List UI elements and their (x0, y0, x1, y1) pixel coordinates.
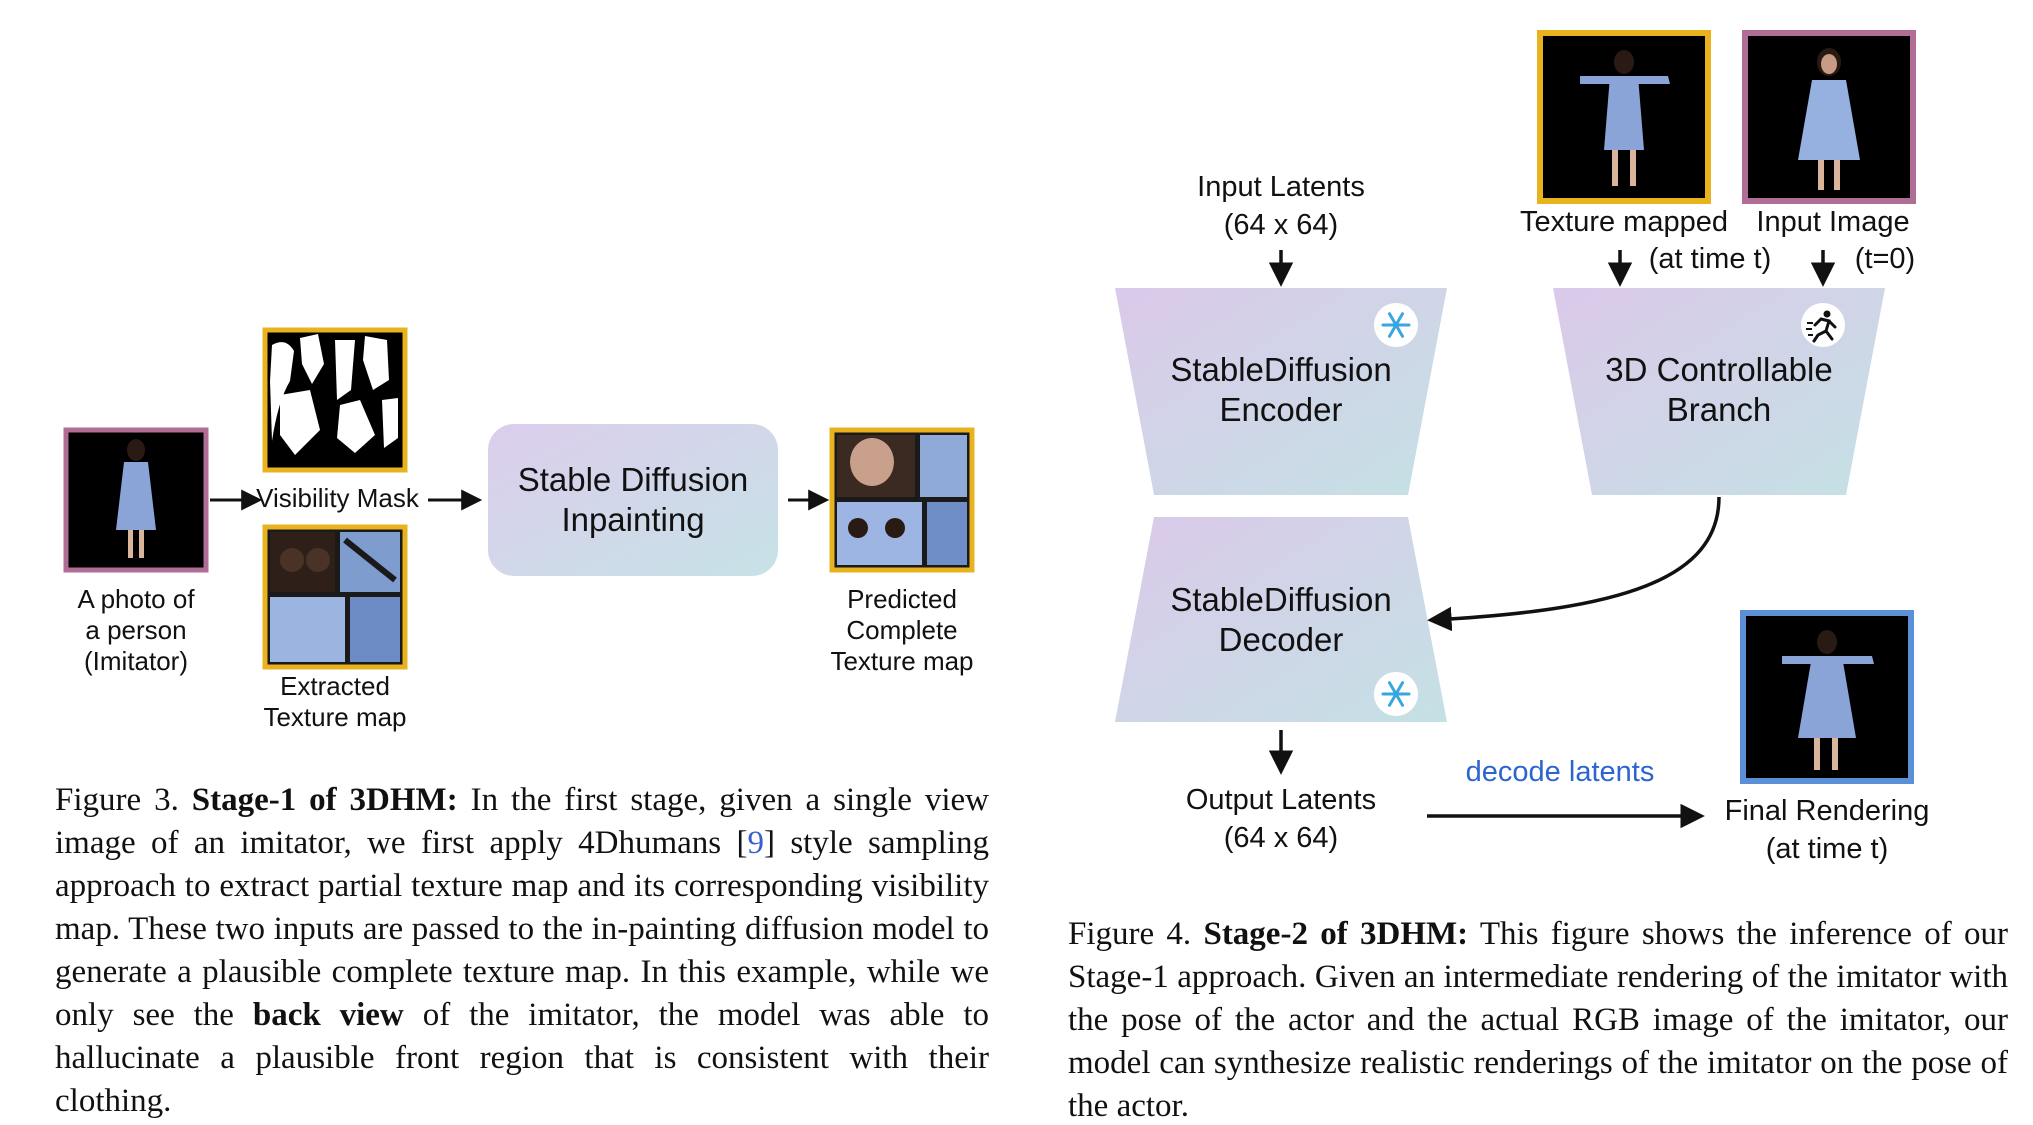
input-latents-label: Input Latents (64 x 64) (1181, 168, 1381, 244)
visibility-mask-label: Visibility Mask (256, 483, 419, 513)
input-latents-line: (64 x 64) (1223, 209, 1339, 241)
output-latents-label: Output Latents (64 x 64) (1171, 781, 1391, 857)
caption-text: In the first stage, given a single view … (55, 782, 989, 861)
output-latents-line: (64 x 64) (1223, 822, 1339, 854)
final-rendering-label: Final Rendering (at time t) (1712, 792, 1942, 868)
decode-latents-label: decode latents (1465, 756, 1655, 788)
sd-inpainting-box-bg (488, 424, 778, 576)
arrow-branch-to-decoder (1427, 496, 1721, 632)
final-rendering-image (1740, 610, 1914, 784)
texture-mapped-image (1537, 30, 1711, 204)
person-label-line: A photo of (77, 584, 195, 614)
figure-4-caption: Figure 4. Stage-2 of 3DHM: This figure s… (1068, 913, 2008, 1125)
predicted-label-line: Texture map (830, 646, 974, 676)
input-image-time: (t=0) (1854, 243, 1916, 275)
extracted-texture-label: Extracted Texture map (250, 671, 420, 733)
decoder-label: StableDiffusion Decoder (1150, 580, 1412, 660)
encoder-label: StableDiffusion Encoder (1150, 350, 1412, 430)
decoder-label-line: StableDiffusion (1170, 581, 1392, 618)
sd-inpainting-label: Stable Diffusion Inpainting (488, 460, 778, 540)
encoder-trapezoid (1115, 288, 1447, 495)
final-rendering-line: Final Rendering (1724, 795, 1930, 827)
output-latents-line: Output Latents (1185, 784, 1377, 816)
predicted-texture-image (829, 427, 975, 573)
caption-text: This figure shows the inference of our S… (1068, 916, 2008, 1124)
snowflake-icon (1374, 303, 1418, 347)
running-person-icon (1801, 303, 1845, 347)
texture-mapped-time: (at time t) (1648, 243, 1772, 275)
caption-prefix: Figure 4. (1068, 916, 1204, 952)
encoder-label-line: StableDiffusion (1170, 351, 1392, 388)
encoder-label-line: Encoder (1219, 391, 1343, 428)
texture-mapped-label: Texture mapped (1520, 206, 1728, 238)
citation-link[interactable]: 9 (747, 825, 764, 861)
person-label: A photo of a person (Imitator) (56, 584, 216, 677)
person-label-line: a person (85, 615, 187, 645)
decoder-label-line: Decoder (1218, 621, 1344, 658)
caption-emphasis: back view (252, 997, 404, 1033)
controllable-branch-label: 3D Controllable Branch (1588, 350, 1850, 430)
sd-inpainting-label-line: Stable Diffusion (517, 461, 749, 498)
controllable-label-line: 3D Controllable (1605, 351, 1833, 388)
snowflake-icon (1374, 672, 1418, 716)
final-rendering-line: (at time t) (1765, 833, 1889, 865)
caption-title: Stage-2 of 3DHM: (1203, 916, 1469, 952)
caption-prefix: Figure 3. (55, 782, 192, 818)
predicted-label-line: Predicted (847, 584, 957, 614)
caption-text: of the imitator, the model was able to h… (55, 997, 990, 1119)
input-latents-line: Input Latents (1197, 171, 1365, 203)
extracted-texture-label-line: Texture map (263, 702, 407, 732)
extracted-texture-image (262, 524, 408, 670)
extracted-texture-label-line: Extracted (280, 671, 390, 701)
visibility-mask-image (262, 327, 408, 473)
caption-text: ] style sampling approach to extract par… (55, 825, 989, 1033)
controllable-trapezoid (1553, 288, 1885, 495)
person-photo (63, 427, 209, 573)
figure-3-caption: Figure 3. Stage-1 of 3DHM: In the first … (55, 779, 989, 1123)
decoder-trapezoid (1115, 517, 1447, 722)
person-label-line: (Imitator) (84, 646, 188, 676)
input-image (1742, 30, 1916, 204)
predicted-label-line: Complete (846, 615, 958, 645)
predicted-texture-label: Predicted Complete Texture map (817, 584, 987, 677)
controllable-label-line: Branch (1666, 391, 1772, 428)
caption-title: Stage-1 of 3DHM: (191, 782, 458, 818)
sd-inpainting-label-line: Inpainting (561, 501, 705, 538)
input-image-label: Input Image (1756, 206, 1910, 238)
